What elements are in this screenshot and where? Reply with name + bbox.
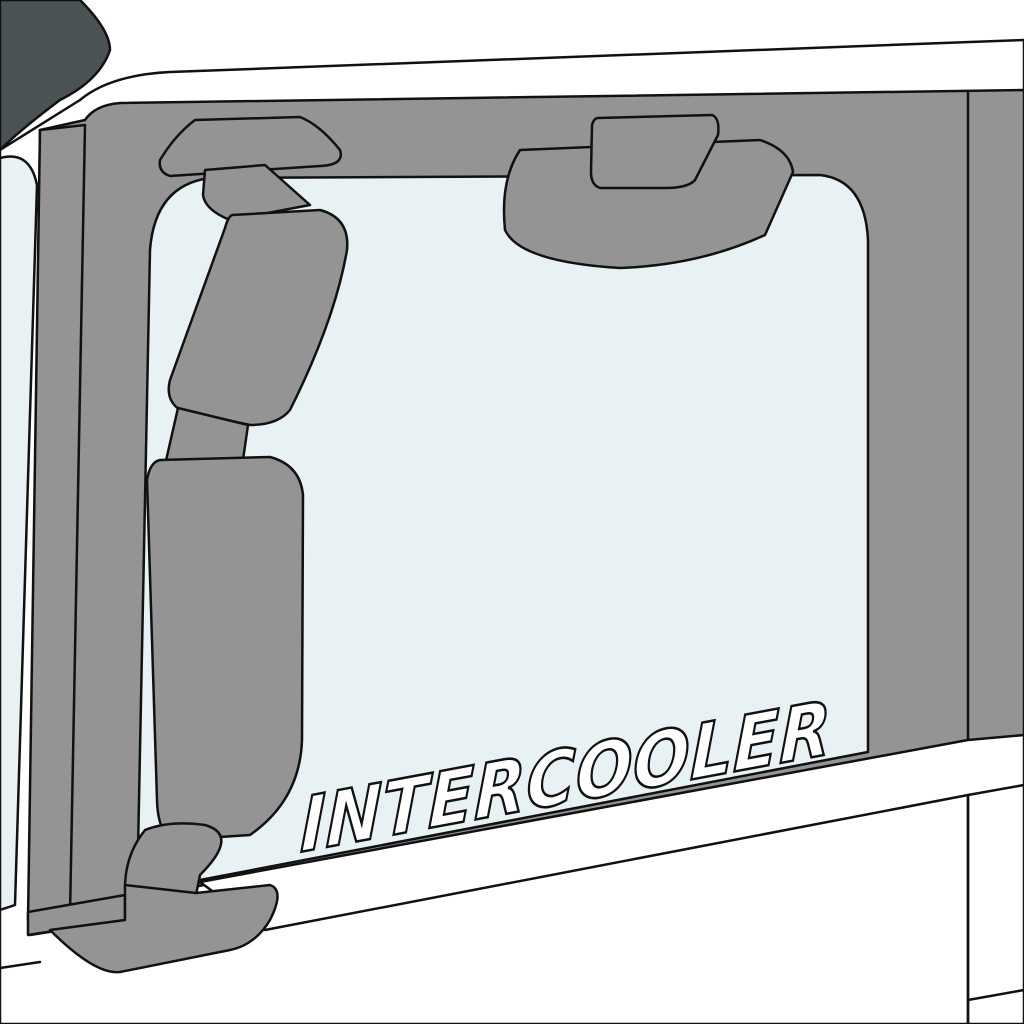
mirror-hinge	[201, 163, 312, 222]
door-beltline	[198, 733, 1024, 932]
mirror-foot	[48, 883, 279, 974]
roof-mirror	[502, 138, 795, 270]
main-mirror	[145, 455, 305, 842]
upper-mirror	[167, 208, 349, 427]
mirror-arm-top	[158, 115, 343, 178]
roof-mirror-mount	[589, 113, 720, 190]
door-line-lower	[0, 793, 1024, 1024]
left-glass	[0, 155, 39, 912]
dark-corner	[0, 0, 112, 152]
mirror-base	[123, 822, 223, 897]
